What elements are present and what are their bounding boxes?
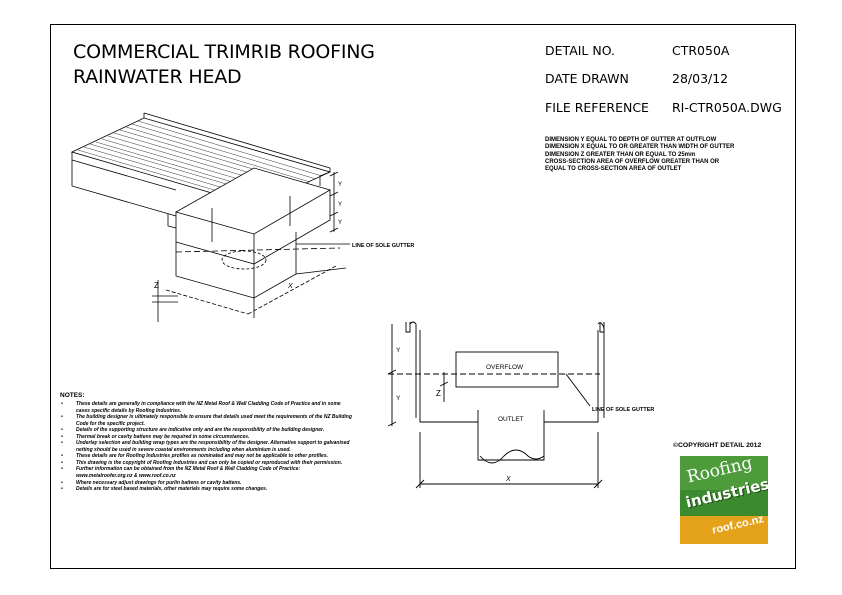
dimension-notes: DIMENSION Y EQUAL TO DEPTH OF GUTTER AT … bbox=[545, 137, 795, 173]
notes-heading: NOTES: bbox=[60, 392, 85, 399]
detail-no-value: CTR050A bbox=[672, 43, 730, 58]
note-item: Thermal break or cavity battens may be r… bbox=[60, 434, 352, 441]
section-y-label-2: Y bbox=[396, 395, 401, 402]
iso-y-label-1: Y bbox=[338, 182, 342, 188]
dimension-note: DIMENSION Z GREATER THAN OR EQUAL TO 25m… bbox=[545, 151, 696, 158]
logo-top-band bbox=[680, 456, 768, 490]
note-item: The building designer is ultimately resp… bbox=[60, 414, 352, 427]
iso-z-label: Z bbox=[154, 281, 159, 290]
date-drawn-value: 28/03/12 bbox=[672, 71, 729, 86]
note-item: These details are for Roofing Industries… bbox=[60, 453, 352, 460]
drawing-title-line1: COMMERCIAL TRIMRIB ROOFING bbox=[73, 41, 375, 63]
drawing-frame bbox=[50, 24, 796, 569]
note-item: Underlay selection and building wrap typ… bbox=[60, 440, 352, 453]
overflow-box bbox=[455, 351, 559, 388]
note-item: Details are for steel based materials, o… bbox=[60, 486, 352, 493]
outlet-pipe-wave bbox=[479, 449, 545, 464]
note-item: Where necessary adjust drawings for purl… bbox=[60, 480, 352, 487]
date-drawn-label: DATE DRAWN bbox=[545, 71, 629, 86]
outlet-ellipse bbox=[221, 250, 267, 270]
logo-bottom-band bbox=[680, 516, 768, 544]
file-reference-label: FILE REFERENCE bbox=[545, 100, 649, 115]
note-item: These details are generally in complianc… bbox=[60, 401, 352, 414]
dimension-note: CROSS-SECTION AREA OF OVERFLOW GREATER T… bbox=[545, 158, 720, 165]
dimension-note: DIMENSION X EQUAL TO OR GREATER THAN WID… bbox=[545, 144, 735, 151]
iso-x-label: X bbox=[287, 283, 293, 290]
notes-list: These details are generally in complianc… bbox=[60, 401, 352, 493]
section-outlet-label: OUTLET bbox=[498, 416, 524, 423]
section-overflow-label: OVERFLOW bbox=[486, 364, 524, 371]
section-x-label: X bbox=[505, 476, 511, 483]
iso-y-label-2: Y bbox=[338, 202, 342, 208]
note-item: Details of the supporting structure are … bbox=[60, 427, 352, 434]
iso-sole-gutter-label: LINE OF SOLE GUTTER bbox=[352, 243, 414, 249]
detail-no-label: DETAIL NO. bbox=[545, 43, 616, 58]
note-item: Further information can be obtained from… bbox=[60, 466, 352, 479]
section-y-label-1: Y bbox=[396, 347, 401, 354]
dimension-note: DIMENSION Y EQUAL TO DEPTH OF GUTTER AT … bbox=[545, 137, 717, 143]
copyright-text: ©COPYRIGHT DETAIL 2012 bbox=[673, 442, 762, 449]
dimension-note: EQUAL TO CROSS-SECTION AREA OF OUTLET bbox=[545, 166, 682, 173]
section-sole-gutter-label: LINE OF SOLE GUTTER bbox=[592, 407, 654, 413]
roofing-industries-logo: Roofing industries roof.co.nz bbox=[680, 456, 768, 544]
file-reference-value: RI-CTR050A.DWG bbox=[672, 100, 782, 115]
iso-y-label-3: Y bbox=[338, 220, 342, 226]
note-item: This drawing is the copyright of Roofing… bbox=[60, 460, 352, 467]
drawing-title-line2: RAINWATER HEAD bbox=[73, 66, 242, 88]
section-z-label: Z bbox=[436, 389, 441, 398]
